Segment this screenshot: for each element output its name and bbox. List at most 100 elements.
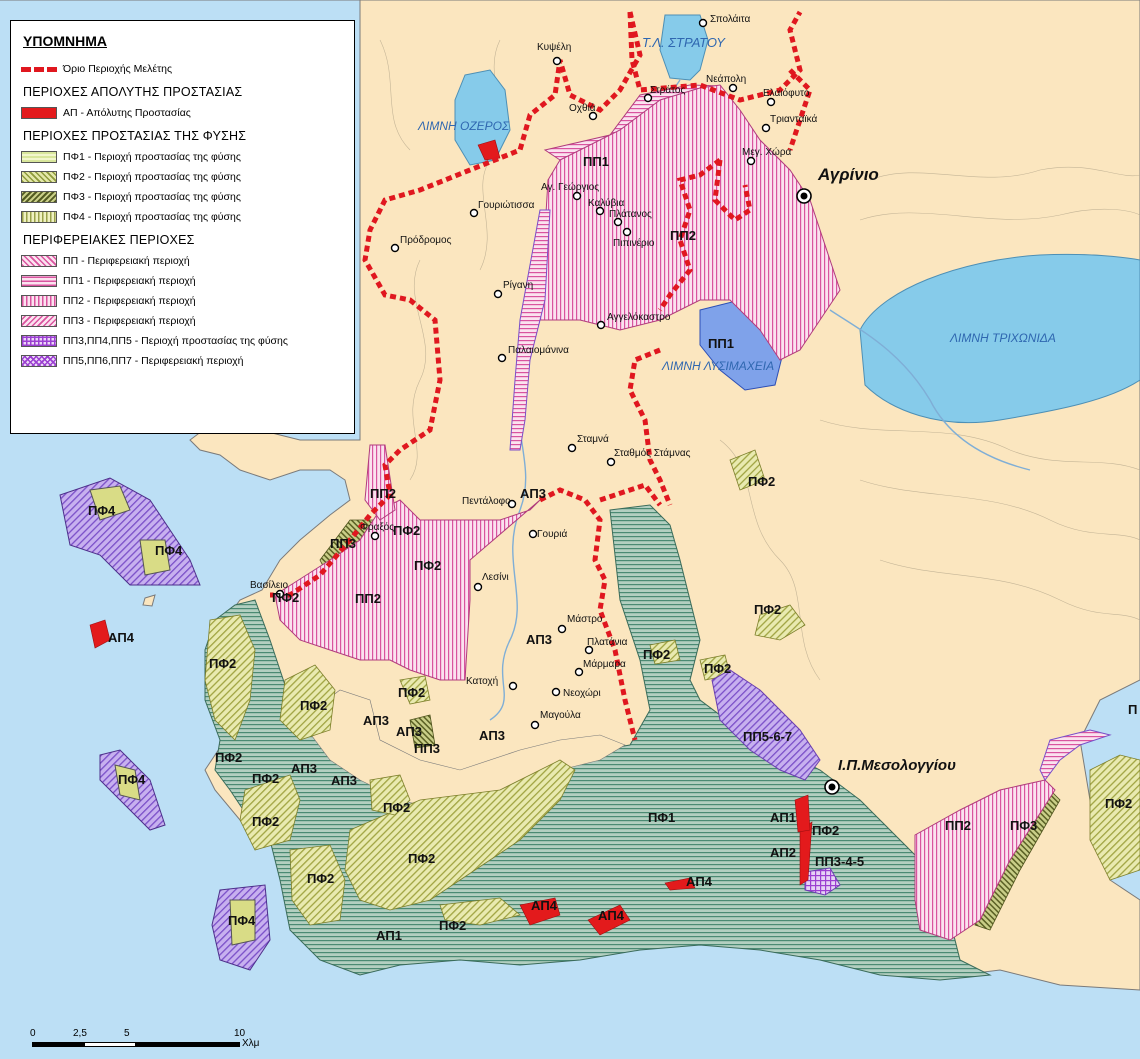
label-village: Λεσίνι: [482, 571, 509, 583]
legend-section-nature: ΠΕΡΙΟΧΕΣ ΠΡΟΣΤΑΣΙΑΣ ΤΗΣ ΦΥΣΗΣ: [23, 129, 247, 143]
legend-row-pf4: ΠΦ4 - Περιοχή προστασίας της φύσης: [21, 207, 344, 227]
legend-row-pp345: ΠΠ3,ΠΠ4,ΠΠ5 - Περιοχή προστασίας της φύσ…: [21, 331, 344, 351]
label-zone: ΑΠ2: [770, 845, 796, 860]
label-village: Καλύβια: [588, 197, 625, 209]
village-markers: [275, 18, 776, 730]
zone-pp2-east: [914, 779, 1056, 941]
legend-label: ΠΠ3,ΠΠ4,ΠΠ5 - Περιοχή προστασίας της φύσ…: [63, 335, 288, 347]
label-village: Τριανταϊκά: [770, 113, 817, 125]
label-zone: ΑΠ3: [479, 728, 505, 743]
label-zone: ΑΠ1: [770, 810, 796, 825]
label-lake-ozeros: ΛΙΜΝΗ ΟΖΕΡΟΣ: [417, 119, 510, 133]
pp345-swatch: [21, 335, 57, 347]
label-village: Αγγελόκαστρο: [607, 311, 671, 323]
pp567-swatch: [21, 355, 57, 367]
label-village: Αγ. Γεώργιος: [541, 181, 599, 193]
pp2-swatch: [21, 295, 57, 307]
label-village: Βασίλειο: [250, 579, 289, 591]
label-zone: ΠΠ1: [583, 154, 609, 169]
label-zone: ΑΠ1: [376, 928, 402, 943]
legend-row-pp1: ΠΠ1 - Περιφερειακή περιοχή: [21, 271, 344, 291]
label-city-agrinio: Αγρίνιο: [817, 165, 879, 184]
label-village: Στράτος: [650, 84, 685, 96]
ap-swatch: [21, 107, 57, 119]
label-zone: ΑΠ4: [686, 874, 713, 889]
scale-bar: 0 2,5 5 10 Χλμ: [28, 1028, 308, 1058]
legend-row-pf2: ΠΦ2 - Περιοχή προστασίας της φύσης: [21, 167, 344, 187]
scale-segment: [136, 1042, 240, 1047]
label-zone: ΑΠ3: [331, 773, 357, 788]
label-zone: Π: [1128, 702, 1137, 717]
label-zone: ΠΦ2: [643, 647, 670, 662]
pp3-swatch: [21, 315, 57, 327]
label-village: Νεοχώρι: [563, 687, 601, 699]
legend-row-pf3: ΠΦ3 - Περιοχή προστασίας της φύσης: [21, 187, 344, 207]
label-zone: ΠΦ4: [118, 772, 146, 787]
label-zone: ΑΠ3: [526, 632, 552, 647]
legend-label: ΠΠ3 - Περιφερειακή περιοχή: [63, 315, 196, 327]
label-zone: ΠΦ2: [754, 602, 781, 617]
map-legend: ΥΠΟΜΝΗΜΑ Όριο Περιοχής Μελέτης ΠΕΡΙΟΧΕΣ …: [10, 20, 355, 434]
label-zone: ΠΦ2: [408, 851, 435, 866]
pp-swatch: [21, 255, 57, 267]
label-village: Κατοχή: [466, 675, 498, 687]
label-village: Πιπινέριο: [613, 237, 655, 249]
legend-label: ΠΦ2 - Περιοχή προστασίας της φύσης: [63, 171, 241, 183]
label-zone: ΠΦ3: [1010, 818, 1037, 833]
label-zone: ΠΦ2: [439, 918, 466, 933]
legend-row-pp: ΠΠ - Περιφερειακή περιοχή: [21, 251, 344, 271]
label-zone: ΠΦ4: [228, 913, 256, 928]
label-city-mesolongi: Ι.Π.Μεσολογγίου: [838, 757, 956, 774]
zone-pp-main: [539, 84, 841, 361]
legend-row-pp2: ΠΠ2 - Περιφερειακή περιοχή: [21, 291, 344, 311]
legend-section-regional: ΠΕΡΙΦΕΡΕΙΑΚΕΣ ΠΕΡΙΟΧΕΣ: [23, 233, 195, 247]
scale-tick-label: 5: [124, 1028, 130, 1039]
label-village: Πλατάνια: [587, 636, 628, 648]
label-zone: ΠΦ2: [704, 661, 731, 676]
label-zone: ΠΠ1: [708, 336, 734, 351]
label-village: Γουριώτισσα: [478, 199, 535, 211]
label-zone: ΠΠ5-6-7: [743, 729, 792, 744]
label-zone: ΠΦ2: [209, 656, 236, 671]
label-zone: ΠΠ3-4-5: [815, 854, 864, 869]
boundary-swatch: [21, 66, 57, 72]
zone-pp567: [711, 669, 821, 781]
scale-tick-label: 0: [30, 1028, 36, 1039]
label-lake-trichonida: ΛΙΜΝΗ ΤΡΙΧΩΝΙΔΑ: [949, 331, 1056, 345]
label-zone: ΑΠ4: [108, 630, 135, 645]
pf3-swatch: [21, 191, 57, 203]
city-markers: [796, 188, 840, 795]
pf4-swatch: [21, 211, 57, 223]
legend-row-pf1: ΠΦ1 - Περιοχή προστασίας της φύσης: [21, 147, 344, 167]
label-village: Φραξός: [360, 521, 394, 533]
zone-pp345: [804, 867, 841, 896]
island-west-1: [142, 594, 156, 607]
legend-label: ΠΠ - Περιφερειακή περιοχή: [63, 255, 190, 267]
label-zone: ΠΦ2: [398, 685, 425, 700]
label-village: Μάρμαρα: [583, 658, 626, 670]
scale-unit: Χλμ: [242, 1038, 260, 1049]
scale-segment: [84, 1042, 136, 1047]
label-village: Σταμνά: [577, 433, 609, 445]
label-zone: ΠΦ2: [1105, 796, 1132, 811]
label-zone: ΑΠ4: [598, 908, 625, 923]
pf2-swatch: [21, 171, 57, 183]
zones-pf2: [204, 449, 1140, 926]
label-village: Ελαιόφυτο: [763, 87, 810, 99]
label-village: Σπολάιτα: [710, 13, 750, 25]
label-zone: ΠΠ2: [370, 486, 396, 501]
label-zone: ΠΦ2: [252, 814, 279, 829]
label-village: Κυψέλη: [537, 41, 571, 53]
legend-title: ΥΠΟΜΝΗΜΑ: [23, 33, 107, 49]
label-village: Σταθμός Στάμνας: [614, 447, 691, 459]
zone-pp-strip: [509, 209, 551, 451]
label-village: Νεάπολη: [706, 73, 746, 85]
label-village: Οχθιά: [569, 102, 596, 114]
legend-row-ap: ΑΠ - Απόλυτης Προστασίας: [21, 103, 344, 123]
label-zone: ΠΦ4: [155, 543, 183, 558]
label-zone: ΠΠ2: [670, 228, 696, 243]
legend-section-absolute: ΠΕΡΙΟΧΕΣ ΑΠΟΛΥΤΗΣ ΠΡΟΣΤΑΣΙΑΣ: [23, 85, 243, 99]
label-zone: ΠΦ2: [812, 823, 839, 838]
lake-trichonida: [859, 253, 1140, 424]
